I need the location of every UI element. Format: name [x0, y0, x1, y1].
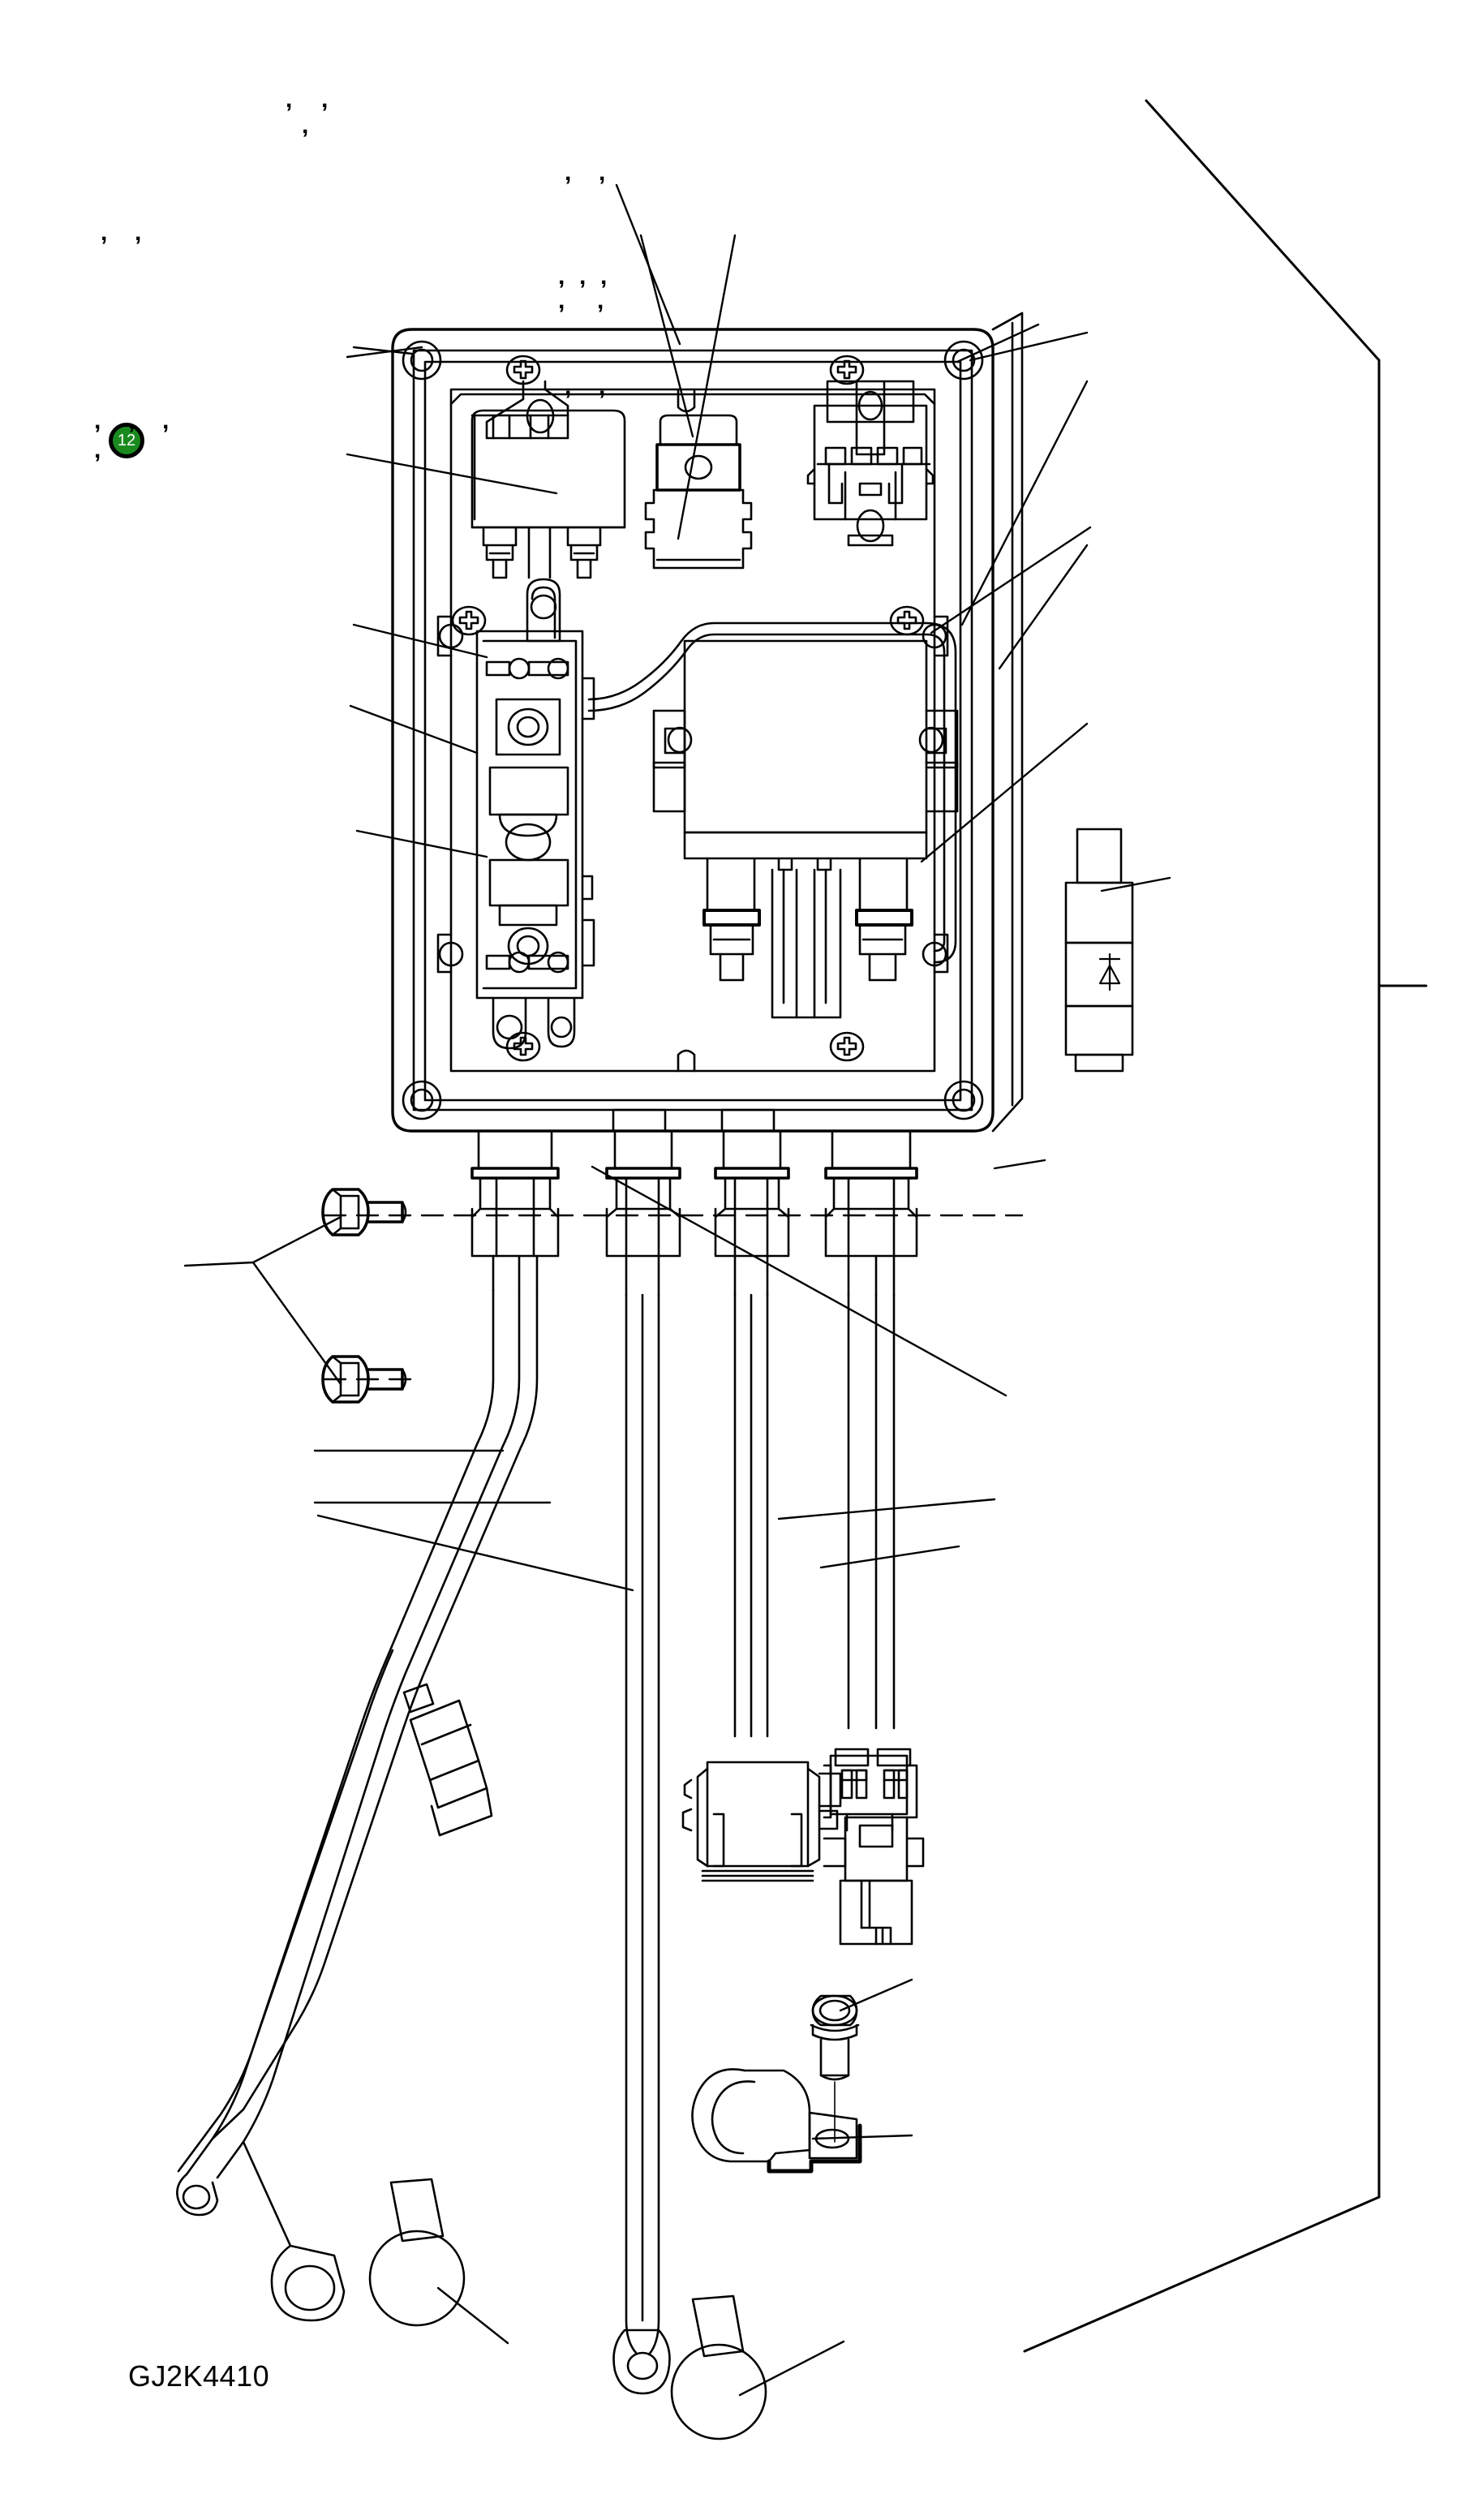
contactor: [587, 621, 959, 1019]
callout-label: ,: [94, 407, 101, 434]
callout-label: ,: [162, 407, 170, 434]
callout-label: ,: [128, 407, 135, 434]
callout-label: ,: [135, 219, 142, 246]
callout-label: ,: [600, 263, 608, 290]
battery-cable: [176, 1288, 539, 2327]
callout-label: ,: [597, 287, 604, 314]
callout-label: ,: [565, 159, 572, 186]
ring-lug: [242, 2140, 346, 2322]
callout-label: ,: [321, 86, 329, 113]
page-frame: [1023, 99, 1428, 2353]
callout-label: ,: [599, 373, 606, 400]
callout-label: ,: [94, 436, 101, 463]
callout-label: ,: [599, 159, 606, 186]
control-box-housing: [391, 312, 1024, 1133]
callout-label: ,: [579, 263, 586, 290]
cable-sleeve: [402, 1683, 493, 1837]
multi-pin-connector: [823, 1748, 925, 1946]
callout-label: ,: [286, 86, 293, 113]
clamp-bolt: [810, 1994, 860, 2143]
leader-line: [183, 183, 1171, 2397]
spare-fuse: [1064, 828, 1134, 1073]
ring-lug: [176, 2108, 245, 2217]
callout-label: ,: [565, 373, 572, 400]
callout-label: ,: [558, 263, 565, 290]
ring-lug: [612, 2329, 671, 2395]
callout-label: ,: [101, 219, 108, 246]
corner-boss: [402, 340, 984, 1120]
connector-block: [644, 488, 753, 570]
drawing-number: GJ2K4410: [128, 2359, 270, 2393]
cable-gland: [470, 1108, 918, 1297]
connector-assembly: [806, 380, 934, 547]
fuse-block: [475, 578, 595, 1050]
figure-badge: 12: [109, 423, 144, 458]
callout-label: ,: [558, 287, 565, 314]
callout-label: ,: [302, 112, 309, 139]
flange-bolt: [321, 1188, 407, 1404]
harness-cable: [625, 1293, 896, 2356]
terminal-boot: [670, 2294, 767, 2440]
connector: [681, 1761, 842, 1882]
terminal-boot: [368, 2178, 466, 2327]
relay: [470, 380, 626, 579]
